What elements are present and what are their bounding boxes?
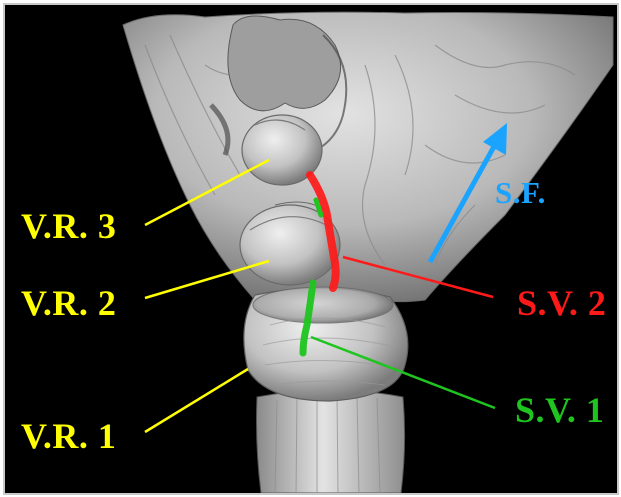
vr1-label: V.R. 1 (21, 416, 116, 456)
sf-label: S.F. (495, 175, 546, 210)
sv2-label: S.V. 2 (517, 283, 606, 323)
image-frame: V.R. 3 V.R. 2 V.R. 1 S.V. 2 S.V. 1 S.F. (3, 3, 619, 495)
vr3-label: V.R. 3 (21, 206, 116, 246)
figure-canvas: V.R. 3 V.R. 2 V.R. 1 S.V. 2 S.V. 1 S.F. (5, 5, 617, 493)
vr1-leader-line (145, 369, 248, 432)
sv1-label: S.V. 1 (515, 390, 604, 430)
funnel-body (123, 12, 613, 302)
stem-segment (257, 390, 405, 493)
vr2-label: V.R. 2 (21, 283, 116, 323)
